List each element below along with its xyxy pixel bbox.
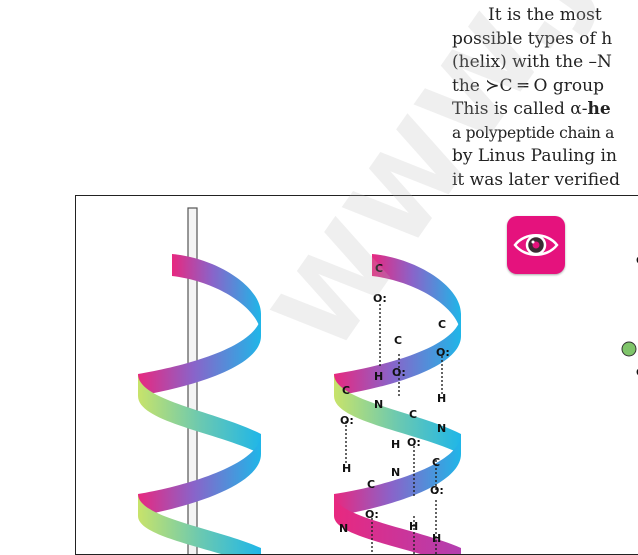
helix-ribbon: [138, 494, 261, 554]
cropped-molecule-fragment: C C: [621, 254, 638, 379]
body-text: It is the most possible types of h (heli…: [452, 4, 638, 192]
text-line: This is called α-he: [452, 98, 638, 122]
helix-ribbon: [138, 314, 261, 396]
helix-ribbon: [172, 254, 261, 336]
atom-label: O:: [365, 508, 379, 521]
atom-label: N: [374, 398, 383, 411]
helix-illustration: C O: C O: C O: H N H N C O: C O: H N C O…: [138, 207, 638, 554]
atom-label: C: [636, 254, 638, 267]
atom-label: H: [374, 370, 383, 383]
text-line: the ≻C ═ O group: [452, 75, 638, 99]
bold-term: he: [587, 99, 611, 119]
helix-ribbon: [372, 254, 461, 336]
atom-label: C: [394, 334, 402, 347]
atom-label: C: [342, 384, 350, 397]
atom-label: N: [339, 522, 348, 535]
text-fragment: the: [452, 75, 486, 96]
text-fragment: This is called α-: [452, 99, 588, 119]
text-line: It is the most: [488, 5, 602, 25]
atom-label: H: [437, 392, 446, 405]
helix-ribbon: [334, 314, 461, 396]
helix-ribbon: [334, 434, 461, 516]
atom-label: N: [391, 466, 400, 479]
atom-label: H: [409, 520, 418, 533]
atom-label: H: [391, 438, 400, 451]
atom-label: O:: [436, 346, 450, 359]
atom-label: O:: [373, 292, 387, 305]
atom-label: O:: [340, 414, 354, 427]
atom-label: H: [432, 532, 441, 545]
atom-label: O:: [407, 436, 421, 449]
atom-label: O:: [392, 366, 406, 379]
text-line: a polypeptide chain a: [452, 123, 615, 142]
helix-ribbon: [334, 374, 461, 454]
atom-label: C: [367, 478, 375, 491]
text-fragment: ≻C ═ O group: [485, 75, 604, 96]
animation-eye-icon: [513, 234, 559, 256]
helix-ribbon: [138, 374, 261, 454]
left-helix: [138, 207, 261, 554]
text-line: possible types of h: [452, 28, 613, 49]
text-line: it was later verified: [452, 169, 620, 190]
atom-labels: C O: C O: C O: H N H N C O: C O: H N C O…: [339, 262, 450, 545]
animation-badge[interactable]: [507, 216, 565, 274]
atom-label: H: [342, 462, 351, 475]
right-helix: C O: C O: C O: H N H N C O: C O: H N C O…: [334, 254, 461, 554]
helix-ribbon: [138, 434, 261, 516]
text-line: (helix) with the –N: [452, 52, 612, 72]
atom-label: C: [432, 456, 440, 469]
atom-label: C: [375, 262, 383, 275]
atom-label: C: [438, 318, 446, 331]
atom-label: C: [409, 408, 417, 421]
atom-sphere: [621, 341, 637, 357]
text-line: by Linus Pauling in: [452, 146, 617, 166]
helix-ribbon: [334, 494, 461, 554]
atom-label: C: [636, 366, 638, 379]
atom-label: O:: [430, 484, 444, 497]
atom-label: N: [437, 422, 446, 435]
